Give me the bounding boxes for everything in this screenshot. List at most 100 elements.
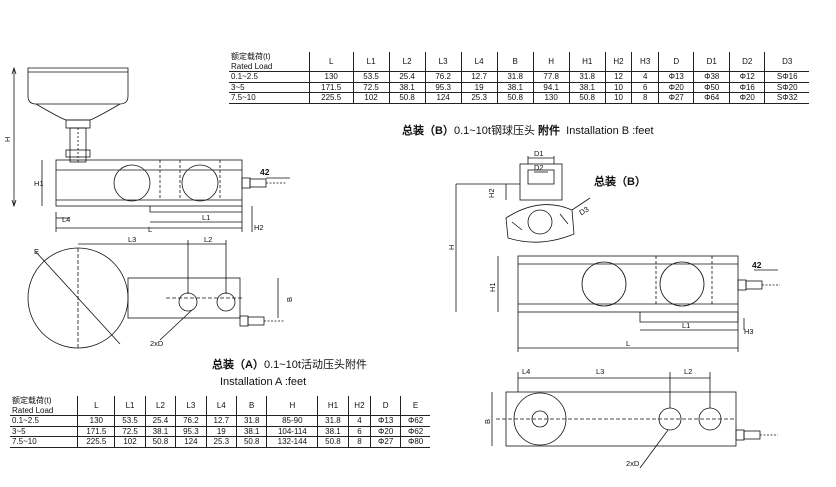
table-cell: 8 <box>631 92 659 104</box>
table-cell: Φ62 <box>400 415 430 427</box>
dim-label-b-42: 42 <box>752 260 762 270</box>
table-cell: 85-90 <box>266 415 319 427</box>
dim-label-h2: H2 <box>254 223 264 232</box>
table-cell: 7.5~10 <box>229 92 310 104</box>
table-cell: 76.2 <box>175 415 207 427</box>
table-cell: 0.1~2.5 <box>229 71 310 83</box>
table-cell: 3~5 <box>229 81 310 93</box>
table-header-cell: H2 <box>347 396 372 416</box>
table-header-cell: L1 <box>114 396 146 416</box>
table-header-cell: L3 <box>175 396 207 416</box>
table-cell: 31.8 <box>568 71 606 83</box>
table-cell: 50.8 <box>317 436 349 448</box>
table-header-cell: H1 <box>568 52 606 72</box>
dim-label-b-h: H <box>447 245 456 250</box>
dim-label-b-h2: H2 <box>487 188 496 198</box>
table-cell: Φ62 <box>400 425 430 437</box>
table-header-cell: H2 <box>604 52 633 72</box>
table-cell: 130 <box>532 92 570 104</box>
dim-label-b-b: B <box>483 419 492 424</box>
table-cell: 124 <box>175 436 207 448</box>
table-cell: Φ20 <box>657 81 695 93</box>
table-cell: 4 <box>347 415 372 427</box>
dim-label-b-l: L <box>626 339 630 348</box>
table-cell: 19 <box>460 81 498 93</box>
assembly-b-top-labels: L4 L3 L2 B 2xD <box>483 367 692 468</box>
table-cell: 102 <box>114 436 146 448</box>
table-cell: 7.5~10 <box>10 436 79 448</box>
dim-label-b-2xd: 2xD <box>626 459 640 468</box>
table-cell: 6 <box>347 425 372 437</box>
table-cell: Φ80 <box>400 436 430 448</box>
table-cell: 10 <box>604 81 633 93</box>
table-cell: SΦ16 <box>764 71 809 83</box>
table-cell: 50.8 <box>144 436 177 448</box>
table-cell: SΦ32 <box>764 92 809 104</box>
table-cell: Φ50 <box>693 81 730 93</box>
table-cell: 38.1 <box>496 81 534 93</box>
table-header-cell: H3 <box>631 52 659 72</box>
table-cell: 50.8 <box>388 92 426 104</box>
table-cell: Φ20 <box>728 92 766 104</box>
caption-assembly-b: 总装（B）0.1~10t钢球压头 附件 Installation B :feet <box>402 125 654 137</box>
table-cell: 53.5 <box>352 71 390 83</box>
table-cell: 53.5 <box>114 415 146 427</box>
table-cell: 72.5 <box>352 81 390 93</box>
table-cell: 50.8 <box>568 92 606 104</box>
table-cell: 132-144 <box>266 436 319 448</box>
dim-label-42: 42 <box>260 167 270 177</box>
table-cell: 38.1 <box>144 425 177 437</box>
table-cell: 95.3 <box>424 81 462 93</box>
assembly-a-top-view <box>27 240 284 349</box>
dim-label-d3: D3 <box>578 205 591 218</box>
table-header-cell: L4 <box>205 396 238 416</box>
assembly-b-side-labels: H H1 H2 D1 D2 D3 L L1 H3 42 <box>447 149 762 348</box>
dim-label-b-h1: H1 <box>488 282 497 292</box>
table-cell: 12 <box>604 71 633 83</box>
table-cell: 130 <box>77 415 116 427</box>
dim-label-b-l2: L2 <box>684 367 692 376</box>
dim-label-e: E <box>34 247 39 256</box>
table-header-cell: D2 <box>728 52 766 72</box>
table-cell: 12.7 <box>205 415 238 427</box>
table-header-cell: L4 <box>460 52 498 72</box>
table-header-cell: H1 <box>317 396 349 416</box>
dim-label-b-l3: L3 <box>596 367 604 376</box>
table-cell: Φ38 <box>693 71 730 83</box>
table-cell: Φ13 <box>370 415 402 427</box>
table-cell: 77.8 <box>532 71 570 83</box>
table-cell: 31.8 <box>496 71 534 83</box>
table-cell: Φ27 <box>657 92 695 104</box>
assembly-a-top-labels: L3 L2 B E 2xD <box>34 235 294 348</box>
table-header-cell: L <box>77 396 116 416</box>
table-header-cell: L2 <box>388 52 426 72</box>
table-cell: 76.2 <box>424 71 462 83</box>
table-cell: 38.1 <box>388 81 426 93</box>
caption-assembly-a-en: Installation A :feet <box>220 376 307 388</box>
dim-label-l1: L1 <box>202 213 210 222</box>
table-header-cell: L2 <box>144 396 177 416</box>
table-cell: 12.7 <box>460 71 498 83</box>
table-cell: Φ20 <box>370 425 402 437</box>
assembly-b-side-view <box>455 156 780 352</box>
table-header-cell: L3 <box>424 52 462 72</box>
table-cell: 50.8 <box>236 436 268 448</box>
assembly-a-side-labels: H H1 L4 L1 L H2 42 <box>3 137 270 234</box>
table-cell: Φ12 <box>728 71 766 83</box>
table-header-cell: H <box>532 52 570 72</box>
table-cell: Φ27 <box>370 436 402 448</box>
dim-label-h3: H3 <box>744 327 754 336</box>
table-header-cell: D1 <box>693 52 730 72</box>
table-cell: SΦ20 <box>764 81 809 93</box>
table-cell: 25.3 <box>205 436 238 448</box>
table-cell: 104-114 <box>266 425 319 437</box>
dim-label-b-l4: L4 <box>522 367 530 376</box>
table-cell: 38.1 <box>236 425 268 437</box>
table-cell: Φ13 <box>657 71 695 83</box>
